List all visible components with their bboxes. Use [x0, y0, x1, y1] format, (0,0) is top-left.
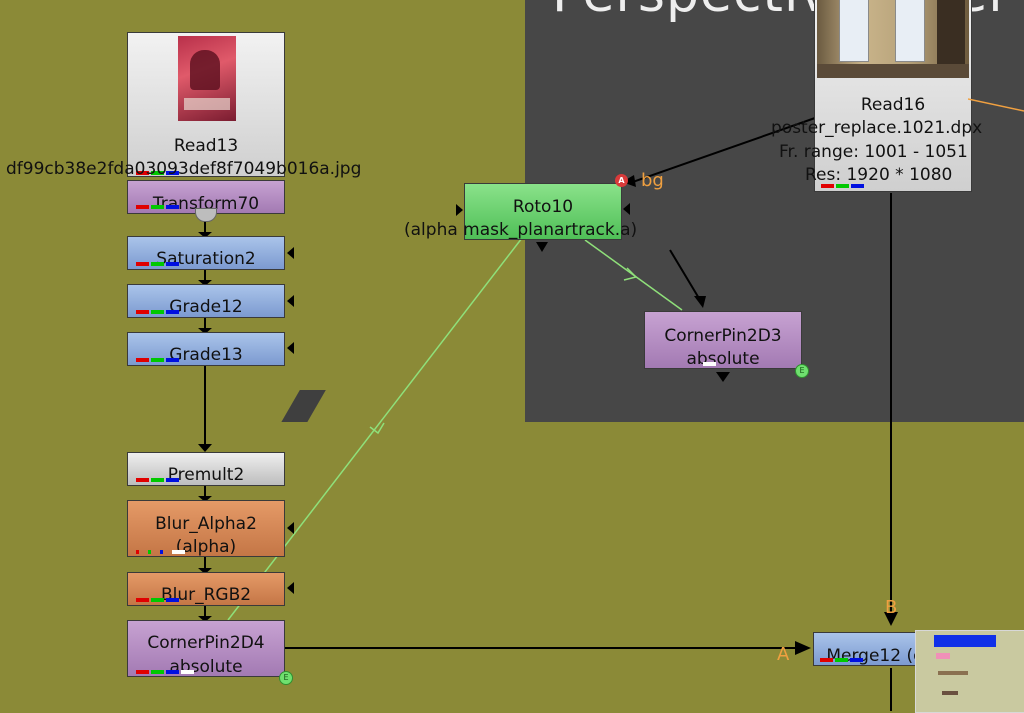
blur-alpha2-mask-input[interactable] — [287, 522, 294, 534]
blur-alpha2-sub: (alpha) — [175, 537, 237, 557]
node-saturation2[interactable]: Saturation2 — [127, 236, 285, 270]
roto10-input-arrow[interactable] — [456, 204, 463, 216]
saturation2-label: Saturation2 — [156, 249, 256, 269]
node-grade12[interactable]: Grade12 — [127, 284, 285, 318]
blur-alpha2-channels — [136, 550, 185, 554]
node-cornerpin2d3[interactable]: CornerPin2D3 absolute — [644, 311, 802, 369]
cornerpin2d4-sub: absolute — [169, 657, 243, 677]
blur-rgb2-channels — [136, 598, 179, 602]
node-blur-rgb2[interactable]: Blur_RGB2 — [127, 572, 285, 606]
saturation2-channels — [136, 262, 179, 266]
blur-alpha2-label: Blur_Alpha2 — [155, 514, 257, 534]
read13-label: Read13 — [173, 136, 239, 156]
partial-node-thumbnail — [934, 635, 996, 647]
grade13-mask-input[interactable] — [287, 342, 294, 354]
partial-node-thumbnail-pink — [936, 653, 950, 659]
premult2-label: Premult2 — [167, 465, 245, 485]
merge12-channels — [820, 658, 863, 662]
saturation2-mask-input[interactable] — [287, 247, 294, 259]
read16-res-label: Res: 1920 * 1080 — [805, 165, 953, 185]
read13-file-label: df99cb38e2fda03093def8f7049b016a.jpg — [6, 159, 362, 179]
roto10-sub: (alpha mask_planartrack.a) — [404, 220, 638, 240]
read16-file-label: poster_replace.1021.dpx — [771, 118, 983, 138]
read13-channels — [136, 171, 179, 175]
roto10-label: Roto10 — [512, 197, 574, 217]
cornerpin2d4-channels — [136, 670, 194, 674]
merge12-a-pin[interactable]: A — [777, 644, 790, 665]
read16-channels — [821, 184, 864, 188]
transform70-handle[interactable] — [195, 208, 217, 222]
partial-node-thumbnail-strip — [938, 671, 968, 675]
cornerpin2d3-label: CornerPin2D3 — [664, 326, 782, 346]
read16-output-wire — [968, 98, 1024, 112]
node-premult2[interactable]: Premult2 — [127, 452, 285, 486]
grade12-channels — [136, 310, 179, 314]
read16-range-label: Fr. range: 1001 - 1051 — [779, 142, 968, 162]
partial-node-thumbnail-strip2 — [942, 691, 958, 695]
transform70-channels — [136, 205, 179, 209]
read16-label: Read16 — [860, 95, 926, 115]
cornerpin2d3-enable-dot[interactable]: E — [795, 364, 809, 378]
roto10-a-badge[interactable]: A — [615, 174, 628, 187]
node-cornerpin2d4[interactable]: CornerPin2D4 absolute — [127, 620, 285, 677]
blur-rgb2-label: Blur_RGB2 — [160, 585, 252, 605]
roto10-bg-pin[interactable]: bg — [641, 170, 664, 191]
read13-thumbnail — [178, 36, 236, 121]
grade13-label: Grade13 — [169, 345, 243, 365]
cornerpin2d4-enable-dot[interactable]: E — [279, 671, 293, 685]
transform70-label: Transform70 — [152, 194, 260, 214]
cornerpin2d3-channels — [703, 362, 716, 366]
cornerpin2d4-label: CornerPin2D4 — [147, 633, 265, 653]
read16-thumbnail — [817, 0, 969, 78]
cornerpin2d3-sub: absolute — [686, 349, 760, 369]
node-grade13[interactable]: Grade13 — [127, 332, 285, 366]
partial-node-bottom-right[interactable] — [915, 630, 1024, 713]
premult2-channels — [136, 478, 179, 482]
grade12-label: Grade12 — [169, 297, 243, 317]
grade13-channels — [136, 358, 179, 362]
node-read16[interactable]: Read16 — [814, 0, 972, 192]
node-read13[interactable]: Read13 — [127, 32, 285, 177]
node-roto10[interactable]: Roto10 — [464, 183, 622, 240]
grade12-mask-input[interactable] — [287, 295, 294, 307]
blur-rgb2-mask-input[interactable] — [287, 582, 294, 594]
node-blur-alpha2[interactable]: Blur_Alpha2 (alpha) — [127, 500, 285, 557]
merge12-b-pin[interactable]: B — [885, 597, 898, 618]
roto10-mask-input[interactable] — [623, 203, 630, 215]
